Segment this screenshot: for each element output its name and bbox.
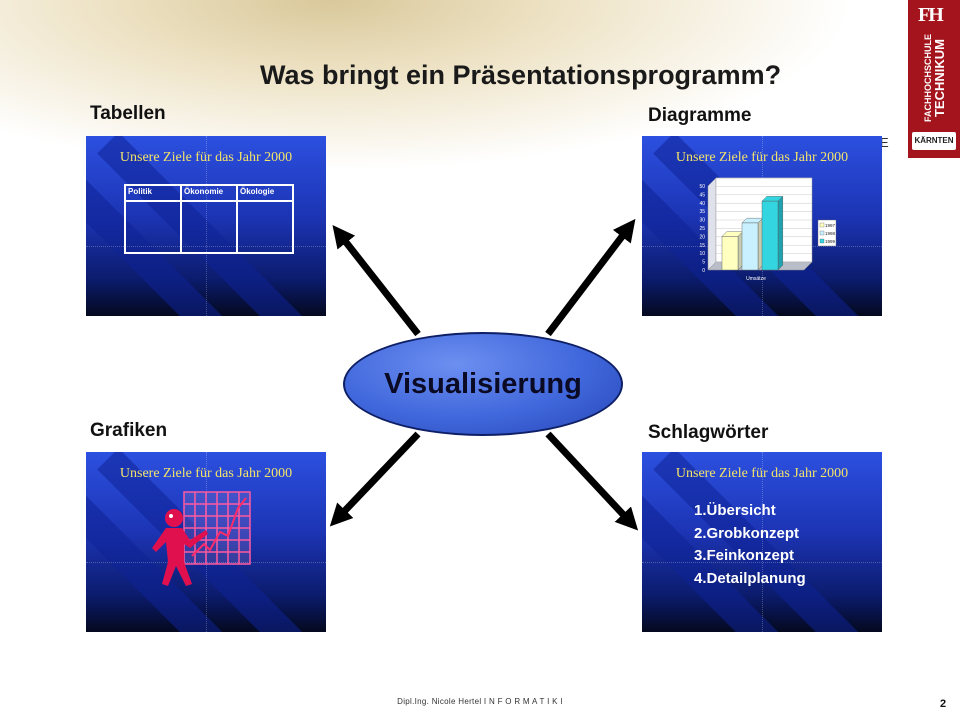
- table-header-cell: Ökonomie: [180, 184, 238, 202]
- keyword-list: 1.Übersicht 2.Grobkonzept 3.Feinkonzept …: [694, 500, 806, 590]
- page-title: Was bringt ein Präsentationsprogramm?: [260, 60, 782, 90]
- center-ellipse: [343, 332, 623, 436]
- slide-title: Unsere Ziele für das Jahr 2000: [119, 150, 293, 165]
- chart-bar: [721, 236, 739, 271]
- slide-grafiken: Unsere Ziele für das Jahr 2000: [86, 452, 326, 632]
- keyword-item: 4.Detailplanung: [694, 569, 806, 587]
- chart-y-tick-label: 0: [702, 268, 705, 274]
- slide-tabellen: Unsere Ziele für das Jahr 2000 Politik Ö…: [86, 136, 326, 316]
- arrow-to-diagramme: [545, 218, 636, 337]
- clipart-eye: [169, 514, 173, 518]
- keyword-item: 3.Feinkonzept: [694, 547, 795, 564]
- fh-logo: FH FACHHOCHSCHULE TECHNIKUM KÄRNTEN: [908, 0, 960, 158]
- label-tabellen: Tabellen: [90, 103, 166, 124]
- chart-category-label: Umsätze: [746, 276, 766, 282]
- table-cell: [124, 200, 182, 254]
- table-cell: [236, 200, 294, 254]
- slide-title: Unsere Ziele für das Jahr 2000: [675, 466, 849, 481]
- chart-legend-swatch: [819, 238, 825, 244]
- presenter-clipart: [152, 491, 251, 586]
- logo-fh-text: FH: [918, 4, 944, 26]
- chart-legend-swatch: [819, 230, 825, 236]
- table-header-cell: Ökologie: [236, 184, 294, 202]
- stray-letter: E: [880, 135, 889, 150]
- chart-y-tick-label: 10: [699, 251, 705, 257]
- arrow-to-schlagwoerter: [545, 431, 639, 531]
- chart-bar: [761, 200, 779, 271]
- clipart-grid: [183, 491, 251, 565]
- clipart-trend-line: [191, 497, 247, 557]
- table-header-cell: Politik: [124, 184, 182, 202]
- chart-y-tick-label: 5: [702, 260, 705, 266]
- arrow-to-tabellen: [332, 224, 421, 337]
- chart-legend-label: 1997: [825, 223, 836, 228]
- label-diagramme: Diagramme: [648, 105, 752, 126]
- chart-y-tick-label: 25: [699, 226, 705, 232]
- logo-karnten-badge: KÄRNTEN: [912, 132, 956, 150]
- chart-y-tick-label: 35: [699, 209, 705, 215]
- chart-y-tick-label: 50: [699, 184, 705, 190]
- chart-y-tick-label: 30: [699, 218, 705, 224]
- slide-title: Unsere Ziele für das Jahr 2000: [675, 150, 849, 165]
- table-cell: [180, 200, 238, 254]
- slide-guide: [762, 452, 763, 632]
- chart-y-tick-label: 15: [699, 243, 705, 249]
- chart-y-tick-label: 40: [699, 201, 705, 207]
- keyword-item: 2.Grobkonzept: [694, 524, 800, 542]
- goals-table: Politik Ökonomie Ökologie: [124, 184, 294, 254]
- footer-author: Dipl.Ing. Nicole Hertel I N F O R M A T …: [397, 697, 563, 706]
- label-grafiken: Grafiken: [90, 420, 168, 441]
- slide-diagramme: Unsere Ziele für das Jahr 2000 0 5 10 15 20 2…: [642, 136, 882, 316]
- center-label: Visualisierung: [384, 367, 582, 400]
- chart-y-tick-label: 20: [699, 234, 705, 240]
- chart-y-tick-label: 45: [699, 192, 705, 198]
- chart-legend-swatch: [819, 222, 825, 228]
- slide-title: Unsere Ziele für das Jahr 2000: [119, 466, 293, 481]
- slide-guide: [642, 562, 882, 563]
- keyword-item: 1.Übersicht: [694, 502, 776, 519]
- slide-schlagwoerter: Unsere Ziele für das Jahr 2000 1.Übersic…: [642, 452, 882, 632]
- chart-legend-label: 1999: [825, 239, 836, 244]
- page-number: 2: [940, 698, 947, 710]
- arrow-to-grafiken: [329, 431, 421, 527]
- label-schlagwoerter: Schlagwörter: [648, 422, 769, 443]
- chart-bar: [741, 222, 759, 271]
- clipart-presenter: [152, 509, 208, 586]
- chart-legend-label: 1998: [825, 231, 836, 236]
